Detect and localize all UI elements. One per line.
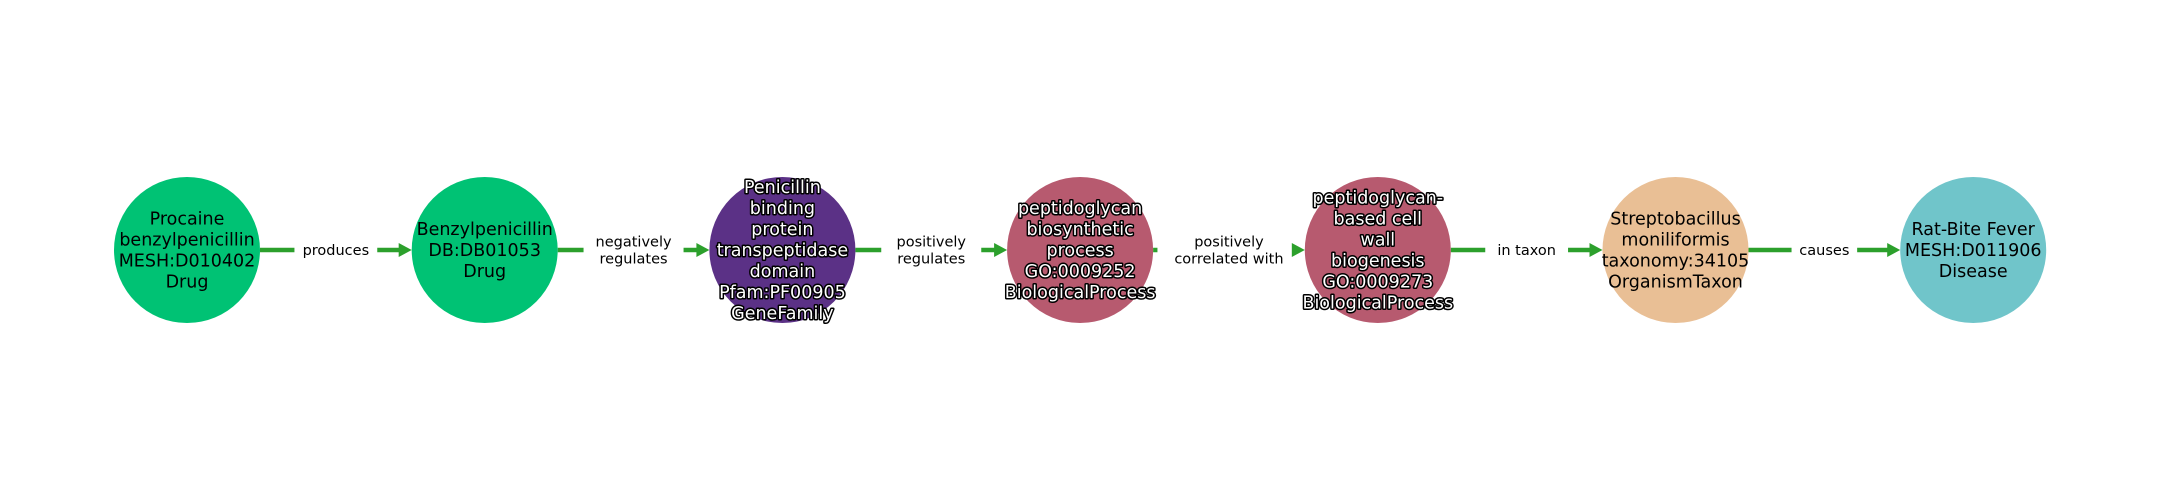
node-label: binding: [750, 199, 815, 219]
node-label: MESH:D011906: [1905, 241, 2042, 261]
node-label: Penicillin: [744, 178, 821, 198]
node-label: Benzylpenicillin: [417, 220, 553, 240]
node-label: biosynthetic: [1026, 220, 1133, 240]
node-label: based cell: [1334, 210, 1423, 230]
edge: in taxon: [1450, 243, 1603, 259]
arrowhead-icon: [994, 243, 1008, 257]
node-label: BiologicalProcess: [1005, 283, 1156, 303]
node-label: MESH:D010402: [119, 252, 256, 272]
edge: produces: [260, 243, 412, 259]
edge-label: negatively: [596, 235, 672, 251]
node-label: GeneFamily: [731, 304, 834, 324]
node-label: Drug: [166, 273, 209, 293]
node[interactable]: Streptobacillusmoniliformistaxonomy:3410…: [1602, 177, 1750, 323]
node-label: Drug: [463, 262, 506, 282]
node-label: DB:DB01053: [428, 241, 541, 261]
node-circle[interactable]: [1900, 177, 2047, 323]
node-circle[interactable]: [1602, 177, 1749, 323]
node-circle[interactable]: [709, 177, 856, 323]
node-label: Procaine: [150, 210, 225, 230]
arrowhead-icon: [398, 243, 412, 257]
node-label: Disease: [1939, 262, 2008, 282]
arrowhead-icon: [696, 243, 710, 257]
node-label: protein: [751, 220, 813, 240]
node-label: biogenesis: [1331, 252, 1425, 272]
node-circle[interactable]: [1007, 177, 1154, 323]
nodes-layer: ProcainebenzylpenicillinMESH:D010402Drug…: [114, 177, 2047, 326]
node-label: transpeptidase: [717, 241, 848, 261]
edge-label: regulates: [897, 252, 965, 268]
edge: causes: [1748, 243, 1901, 259]
edge-label: positively: [897, 235, 967, 251]
node-label: benzylpenicillin: [119, 231, 254, 251]
node-label: peptidoglycan-: [1312, 189, 1443, 209]
arrowhead-icon: [1589, 243, 1603, 257]
edge-label: causes: [1799, 243, 1849, 259]
node-label: domain: [750, 262, 816, 282]
edge-label: positively: [1194, 235, 1264, 251]
node-label: taxonomy:34105: [1602, 252, 1750, 272]
node-circle[interactable]: [114, 177, 260, 323]
node-circle[interactable]: [411, 177, 558, 323]
node-label: GO:0009273: [1322, 273, 1433, 293]
node-label: wall: [1360, 231, 1395, 251]
node[interactable]: peptidoglycan-based cellwallbiogenesisGO…: [1301, 177, 1455, 323]
node-label: BiologicalProcess: [1302, 294, 1453, 314]
edge-label: produces: [303, 243, 370, 259]
node-circle[interactable]: [1304, 177, 1451, 323]
edges-layer: producesnegativelyregulatespositivelyreg…: [260, 235, 1901, 268]
arrowhead-icon: [1291, 243, 1305, 257]
edge-label: regulates: [600, 252, 668, 268]
arrowhead-icon: [1887, 243, 1901, 257]
node-label: OrganismTaxon: [1608, 273, 1743, 293]
node-label: Rat-Bite Fever: [1912, 220, 2036, 240]
node-label: process: [1046, 241, 1113, 261]
node-label: Pfam:PF00905: [719, 283, 846, 303]
node[interactable]: peptidoglycanbiosyntheticprocessGO:00092…: [1003, 177, 1157, 323]
edge-label: in taxon: [1497, 243, 1556, 259]
node-label: GO:0009252: [1025, 262, 1136, 282]
node[interactable]: Penicillinbindingproteintranspeptidasedo…: [709, 177, 856, 326]
node-label: moniliformis: [1621, 231, 1729, 251]
node-label: peptidoglycan: [1018, 199, 1142, 219]
edge-label: correlated with: [1174, 252, 1283, 268]
node-label: Streptobacillus: [1610, 210, 1740, 230]
